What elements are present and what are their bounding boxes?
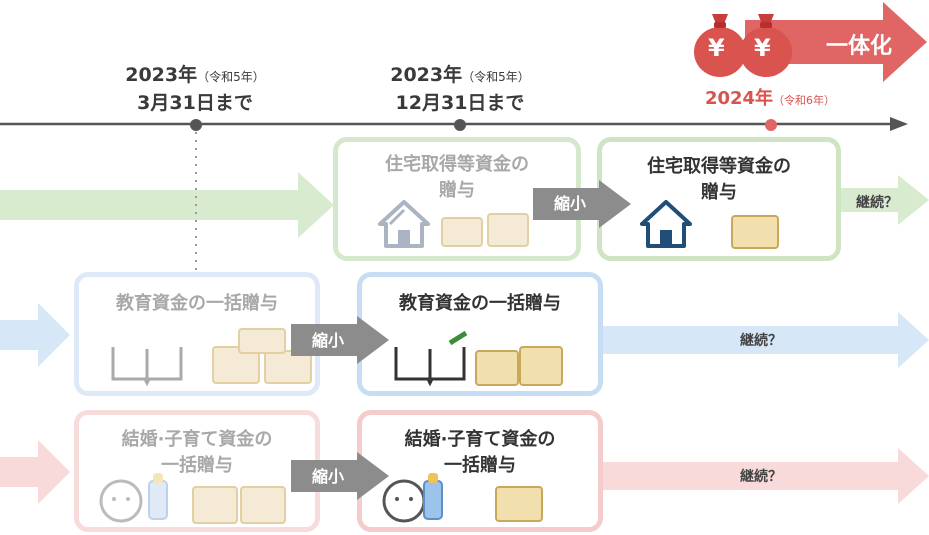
marriage-continue-label: 継続？ — [740, 469, 782, 485]
marriage-old-box: 結婚·子育て資金の 一括贈与 — [74, 410, 320, 532]
housing-shrink-arrow — [533, 180, 631, 228]
education-continue-label: 継続？ — [740, 333, 782, 349]
education-row-arrow-left — [0, 303, 70, 367]
housing-row-arrow-left — [0, 172, 334, 238]
march-dotted-line — [195, 132, 197, 270]
education-shrink-label: 縮小 — [312, 331, 345, 350]
book-icon — [111, 347, 183, 387]
money-stack-icon — [441, 213, 529, 247]
timeline-dot-march — [190, 119, 202, 131]
money-bag-icon — [740, 14, 792, 77]
marriage-row-arrow-left — [0, 440, 70, 504]
date-deadline: 12月31日まで — [395, 92, 525, 114]
money-stack-icon — [495, 486, 543, 522]
date-era: （令和5年） — [462, 70, 530, 84]
education-new-box: 教育資金の一括贈与 — [357, 272, 603, 396]
bottle-icon — [148, 473, 168, 520]
housing-row-arrow-right — [838, 175, 929, 225]
education-old-title: 教育資金の一括贈与 — [116, 293, 278, 314]
housing-old-title: 住宅取得等資金の 贈与 — [385, 154, 529, 201]
marriage-shrink-label: 縮小 — [312, 467, 345, 486]
marriage-row-arrow-right — [600, 448, 929, 504]
marriage-new-title: 結婚·子育て資金の 一括贈与 — [404, 429, 556, 476]
education-old-box: 教育資金の一括贈与 — [74, 272, 320, 396]
marriage-shrink-arrow — [291, 452, 389, 500]
baby-icon — [99, 479, 143, 523]
house-icon — [378, 200, 430, 248]
date-label-2024: 2024年（令和6年） — [675, 84, 865, 110]
yen-symbol: ¥ — [708, 34, 725, 62]
unify-arrow — [745, 2, 927, 82]
date-era: （令和5年） — [197, 70, 265, 84]
timeline-axis — [0, 117, 908, 131]
date-year: 2023年 — [390, 64, 463, 86]
money-stack-icon — [731, 215, 779, 249]
marriage-new-box: 結婚·子育て資金の 一括贈与 — [357, 410, 603, 532]
unify-label: 一体化 — [826, 34, 893, 59]
money-bag-icon — [694, 14, 746, 77]
date-label-march: 2023年（令和5年） 3月31日まで — [100, 62, 290, 116]
timeline-dot-2024 — [765, 119, 777, 131]
marriage-old-title: 結婚·子育て資金の 一括贈与 — [121, 429, 273, 476]
education-shrink-arrow — [291, 316, 389, 364]
money-stack-icon — [212, 328, 312, 384]
timeline-dot-december — [454, 119, 466, 131]
housing-new-title: 住宅取得等資金の 贈与 — [647, 156, 791, 203]
housing-continue-label: 継続？ — [856, 195, 898, 211]
bottle-icon — [423, 473, 443, 520]
housing-new-box: 住宅取得等資金の 贈与 — [597, 137, 841, 261]
unify-era: （令和6年） — [773, 94, 836, 107]
date-label-december: 2023年（令和5年） 12月31日まで — [365, 62, 555, 116]
money-stack-icon — [192, 486, 286, 524]
unify-year: 2024年 — [704, 88, 774, 109]
date-deadline: 3月31日まで — [137, 92, 253, 114]
book-icon — [394, 330, 468, 387]
education-row-arrow-right — [600, 312, 929, 368]
money-stack-icon — [475, 346, 563, 386]
house-icon — [640, 200, 692, 248]
housing-shrink-label: 縮小 — [554, 194, 587, 213]
education-new-title: 教育資金の一括贈与 — [399, 293, 561, 314]
yen-symbol: ¥ — [754, 34, 771, 62]
date-year: 2023年 — [125, 64, 198, 86]
